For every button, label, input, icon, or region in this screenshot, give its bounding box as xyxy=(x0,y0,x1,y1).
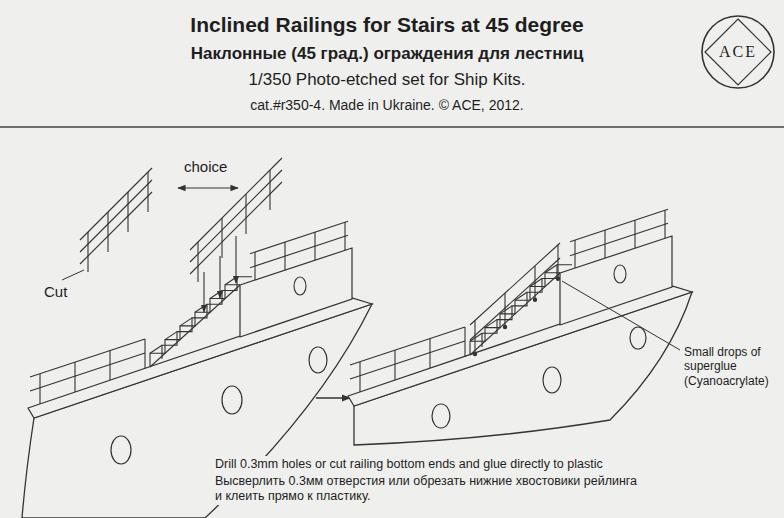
header-rule xyxy=(0,126,784,128)
subtitle-text: Наклонные (45 град.) ограждения для лест… xyxy=(191,44,584,64)
railing-piece-b xyxy=(190,158,282,282)
leader-line xyxy=(562,281,680,350)
logo-circle xyxy=(702,16,774,88)
railing-piece-a xyxy=(80,180,152,252)
railing-piece-b xyxy=(221,218,222,258)
placement-arrows xyxy=(235,236,236,283)
glue-drop xyxy=(533,298,537,302)
railing-piece-b xyxy=(197,242,198,282)
deck xyxy=(28,298,372,418)
glue-drop xyxy=(556,277,560,281)
step-arrow xyxy=(316,397,350,398)
stair-railing xyxy=(557,245,558,279)
railing-piece-b xyxy=(245,194,246,234)
stair-railing xyxy=(470,243,560,325)
railing-piece-b xyxy=(269,170,270,210)
porthole xyxy=(222,386,242,414)
railing-piece-a xyxy=(80,168,152,272)
placement-arrows xyxy=(219,256,220,298)
instruction-note: Высверлить 0.3мм отверстия или обрезать … xyxy=(213,473,643,505)
catalog-line: cat.#r350-4. Made in Ukraine. © ACE, 201… xyxy=(250,97,523,114)
cut-label: Cut xyxy=(44,283,67,301)
railing-piece-a xyxy=(127,192,128,232)
leader-line xyxy=(62,270,84,280)
glue-drop xyxy=(473,277,560,357)
porthole xyxy=(630,327,646,349)
stair-railing xyxy=(534,266,535,300)
glue-note: Small drops of superglue (Cyanoacrylate) xyxy=(682,344,778,389)
porthole xyxy=(309,347,327,373)
glue-drop xyxy=(473,352,477,356)
porthole xyxy=(111,436,131,464)
logo-letters: ACE xyxy=(719,43,757,61)
railing-piece-a xyxy=(80,168,152,240)
product-line: 1/350 Photo-etched set for Ship Kits. xyxy=(249,70,526,90)
placement-arrows xyxy=(203,272,204,312)
railing-piece-a xyxy=(107,212,108,252)
railing-piece-a xyxy=(87,232,88,272)
railing-piece-a xyxy=(80,192,152,264)
choice-label: choice xyxy=(184,158,227,176)
title-text: Inclined Railings for Stairs at 45 degre… xyxy=(190,12,583,37)
logo-diamond xyxy=(705,19,771,85)
porthole xyxy=(432,404,450,428)
choice-arrow xyxy=(178,187,238,188)
porthole xyxy=(543,367,561,393)
stair-railing xyxy=(474,320,475,354)
glue-drop xyxy=(503,325,507,329)
instruction-note: Drill 0.3mm holes or cut railing bottom … xyxy=(213,456,605,473)
hull xyxy=(354,292,692,445)
stair-railing xyxy=(470,258,560,340)
stair-railing xyxy=(470,243,560,354)
placement-arrows xyxy=(204,236,236,312)
stair-railing xyxy=(504,293,505,327)
ship-after xyxy=(348,209,692,445)
railing-piece-a xyxy=(147,172,148,212)
deck xyxy=(348,286,692,406)
logo-badge: ACE xyxy=(700,8,776,96)
ship-upper-parts xyxy=(350,209,672,392)
